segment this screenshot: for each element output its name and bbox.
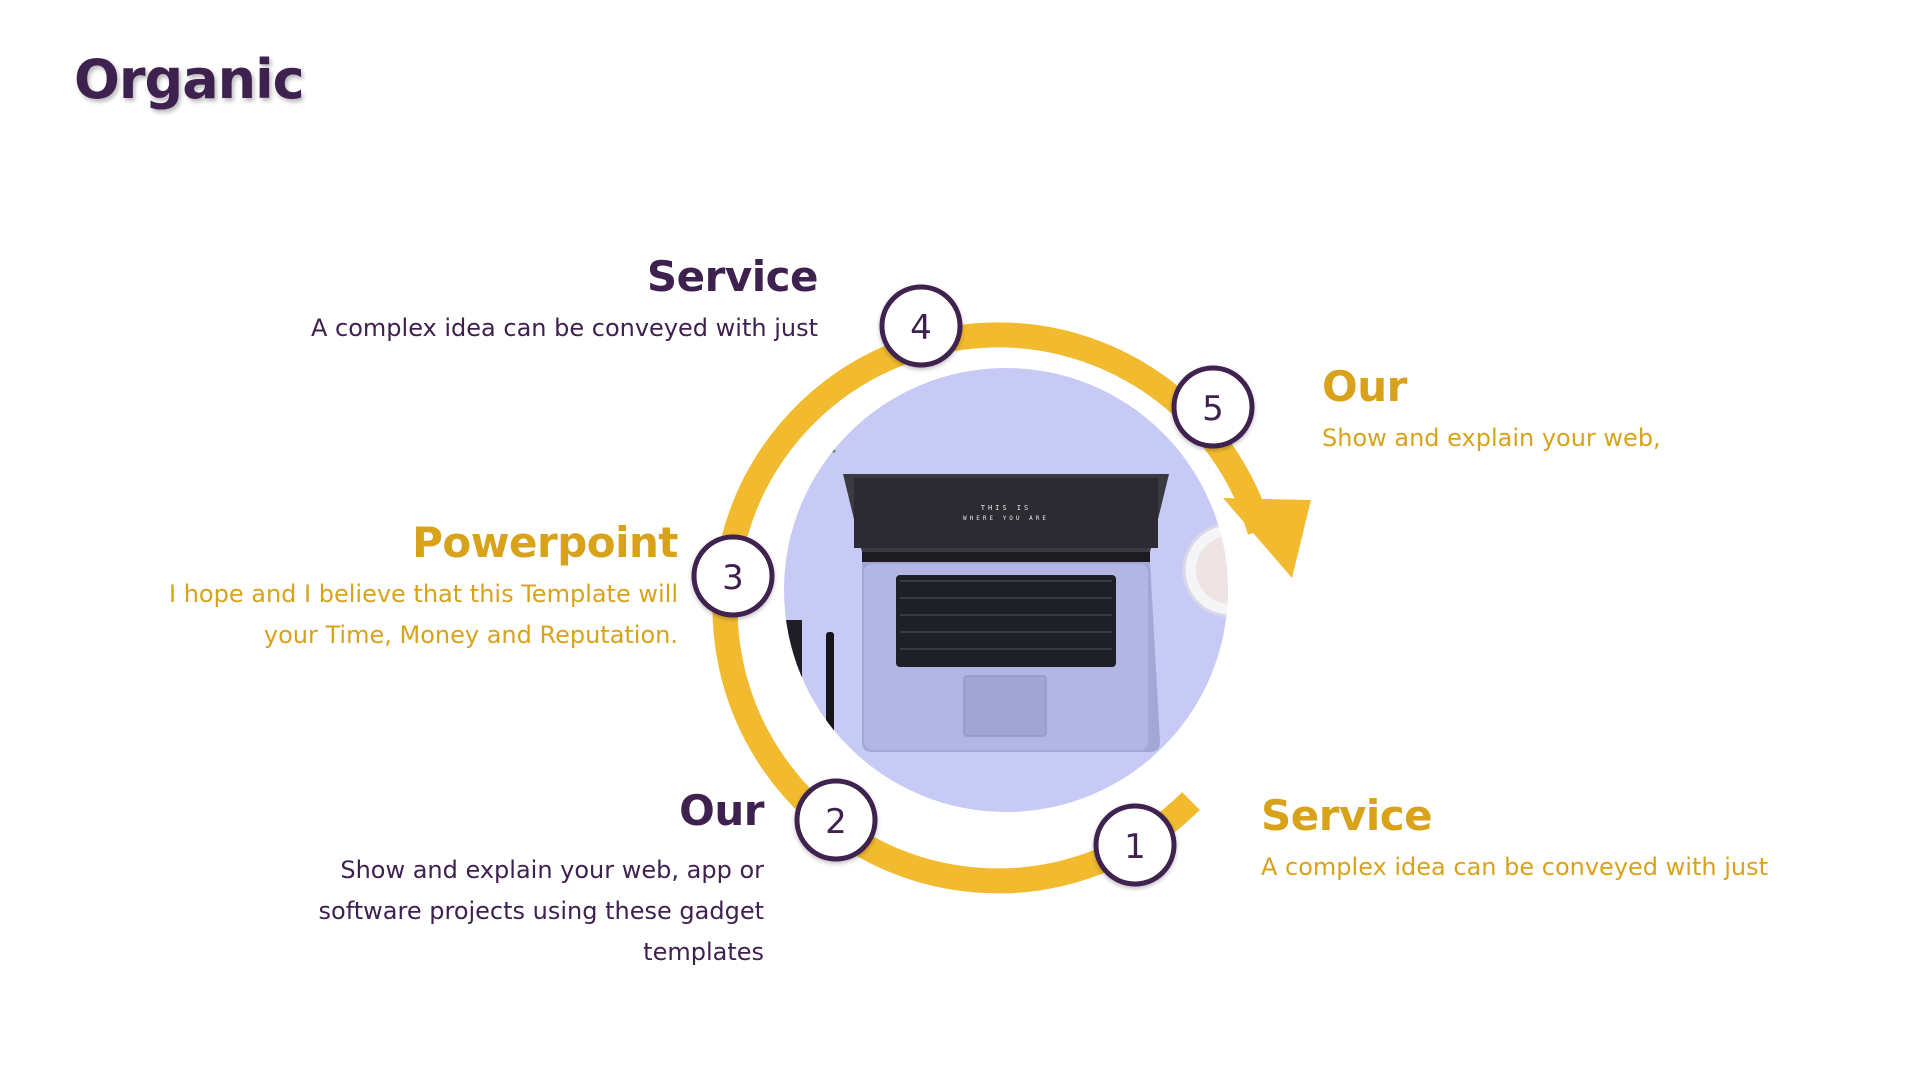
step-badge-2[interactable]: 2: [794, 778, 878, 862]
arrow-head-icon: [1223, 498, 1311, 578]
step-3-block: Powerpoint I hope and I believe that thi…: [120, 518, 678, 656]
step-1-block: Service A complex idea can be conveyed w…: [1261, 791, 1821, 888]
step-2-text-line-1: Show and explain your web, app or: [340, 856, 764, 884]
step-number-1: 1: [1124, 827, 1146, 867]
step-4-text-line-1: A complex idea can be conveyed with just: [311, 314, 818, 342]
step-3-text: I hope and I believe that this Template …: [120, 574, 678, 656]
step-badge-5[interactable]: 5: [1171, 365, 1255, 449]
step-4-text: A complex idea can be conveyed with just: [200, 308, 818, 349]
center-photo: [784, 368, 1228, 812]
step-3-heading: Powerpoint: [412, 518, 678, 567]
step-4-block: Service A complex idea can be conveyed w…: [200, 252, 819, 349]
step-2-text-line-2: software projects using these gadget: [318, 897, 764, 925]
step-3-text-line-2: your Time, Money and Reputation.: [263, 621, 678, 649]
step-badge-4[interactable]: 4: [879, 284, 963, 368]
step-number-2: 2: [825, 802, 847, 842]
step-5-text: Show and explain your web,: [1322, 418, 1842, 459]
step-1-text-line-1: A complex idea can be conveyed with just: [1261, 853, 1768, 881]
step-3-text-line-1: I hope and I believe that this Template …: [169, 580, 678, 608]
step-number-3: 3: [722, 558, 744, 598]
step-badge-3[interactable]: 3: [691, 534, 775, 618]
step-1-text: A complex idea can be conveyed with just: [1261, 847, 1821, 888]
step-5-block: Our Show and explain your web,: [1322, 362, 1842, 459]
page-title: Organic: [74, 48, 305, 111]
step-2-block: Our Show and explain your web, app or so…: [200, 786, 765, 973]
step-5-heading: Our: [1322, 362, 1407, 411]
step-number-4: 4: [910, 308, 932, 348]
step-badge-1[interactable]: 1: [1093, 803, 1177, 887]
step-2-heading: Our: [679, 786, 764, 835]
screen-text-line-1: THIS IS: [981, 504, 1032, 512]
step-2-text: Show and explain your web, app or softwa…: [200, 850, 764, 973]
step-2-text-line-3: templates: [643, 938, 764, 966]
screen-text-line-2: WHERE YOU ARE: [963, 515, 1049, 522]
step-1-heading: Service: [1261, 791, 1433, 840]
step-number-5: 5: [1202, 389, 1224, 429]
step-5-text-line-1: Show and explain your web,: [1322, 424, 1661, 452]
step-4-heading: Service: [646, 252, 819, 301]
